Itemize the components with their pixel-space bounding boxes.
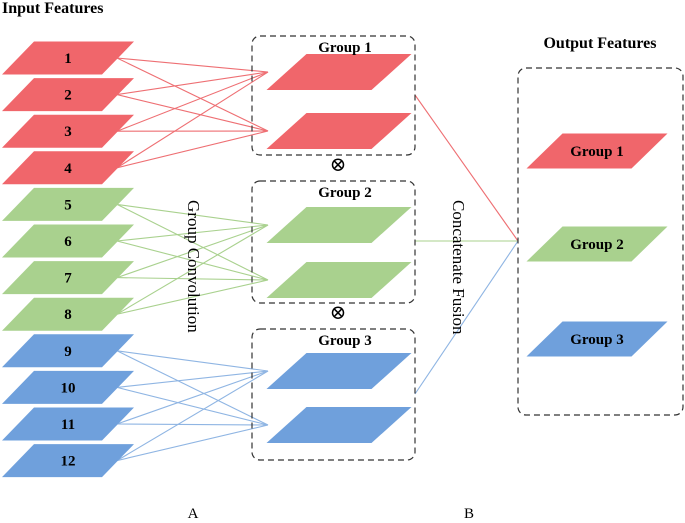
conn-line-in9-g3-1	[116, 350, 269, 372]
input-feature-label-8: 8	[64, 307, 72, 323]
group-features	[266, 54, 412, 443]
conn-line-in7-g2-1	[116, 224, 269, 279]
input-feature-label-6: 6	[64, 234, 72, 250]
input-feature-label-9: 9	[64, 344, 72, 360]
input-feature-8	[2, 297, 134, 331]
conn-line-in4-g1-2	[116, 130, 269, 169]
group-2-title: Group 2	[318, 185, 372, 201]
group-2-feature-2	[266, 262, 412, 298]
conn-line-in8-g2-1	[116, 224, 269, 315]
conn-line-in3-g1-1	[116, 71, 269, 132]
output-features-box	[517, 67, 684, 416]
output-features-title: Output Features	[543, 35, 656, 52]
group-2-feature-1	[266, 207, 412, 243]
conn-line-in2-g1-1	[116, 71, 269, 96]
conn-line-in12-g3-1	[116, 370, 269, 462]
output-feature-1	[526, 133, 668, 169]
input-feature-label-11: 11	[61, 417, 75, 433]
input-feature-6	[2, 224, 134, 258]
group-1-feature-2	[266, 113, 412, 149]
conn-line-in12-g3-2	[116, 424, 269, 462]
input-feature-3	[2, 114, 134, 148]
conn-line-in1-g1-1	[116, 57, 269, 73]
conn-line-in8-g2-2	[116, 279, 269, 315]
conn-line-in6-g2-2	[116, 240, 269, 281]
conn-line-in5-g2-2	[116, 203, 269, 281]
conn-line-in1-g1-2	[116, 57, 269, 132]
connection-lines	[116, 57, 519, 462]
input-feature-10	[2, 370, 134, 404]
concat-line-group-1	[414, 94, 519, 242]
conn-line-in5-g2-1	[116, 203, 269, 226]
group-convolution-label: Group Convolution	[184, 200, 203, 333]
input-feature-label-4: 4	[64, 161, 72, 177]
input-feature-5	[2, 187, 134, 221]
output-feature-2	[526, 226, 668, 262]
conn-line-in2-g1-2	[116, 94, 269, 132]
output-feature-label-2: Group 2	[570, 237, 624, 253]
output-feature-3	[526, 321, 668, 357]
input-feature-label-7: 7	[64, 271, 72, 287]
label-b: B	[464, 506, 474, 522]
group-3-feature-1	[266, 353, 412, 389]
conn-line-in9-g3-2	[116, 350, 269, 426]
conn-line-in10-g3-2	[116, 386, 269, 426]
input-feature-9	[2, 334, 134, 368]
conn-line-in7-g2-2	[116, 277, 269, 281]
group-3-box	[251, 328, 416, 461]
label-a: A	[188, 506, 199, 522]
concat-line-group-3	[414, 240, 519, 395]
group-1-title: Group 1	[318, 40, 372, 56]
conn-line-in6-g2-1	[116, 224, 269, 242]
input-feature-1	[2, 41, 134, 75]
conn-line-in11-g3-1	[116, 370, 269, 425]
input-features-title: Input Features	[2, 0, 104, 17]
input-feature-label-1: 1	[64, 51, 72, 67]
input-feature-label-3: 3	[64, 124, 72, 140]
output-feature-label-1: Group 1	[570, 144, 624, 160]
input-feature-2	[2, 78, 134, 112]
input-feature-11	[2, 407, 134, 441]
input-feature-12	[2, 444, 134, 478]
input-feature-label-5: 5	[64, 197, 72, 213]
output-feature-label-3: Group 3	[570, 332, 624, 348]
output-features: Group 1 Group 2 Group 3	[526, 133, 668, 357]
conn-line-in10-g3-1	[116, 370, 269, 388]
input-feature-4	[2, 151, 134, 185]
input-feature-label-2: 2	[64, 88, 72, 104]
concatenate-fusion-label: Concatenate Fusion	[449, 200, 468, 335]
conn-line-in4-g1-1	[116, 71, 269, 169]
group-3-feature-2	[266, 407, 412, 443]
input-feature-label-12: 12	[61, 454, 76, 470]
operator-2-icon: ⊗	[330, 302, 347, 324]
input-feature-label-10: 10	[61, 380, 76, 396]
input-feature-7	[2, 261, 134, 295]
group-2-box	[251, 180, 416, 304]
group-1-feature-1	[266, 54, 412, 90]
conn-line-in11-g3-2	[116, 423, 269, 426]
group-1-box	[251, 35, 416, 156]
group-3-title: Group 3	[318, 333, 372, 349]
operator-1-icon: ⊗	[330, 154, 347, 176]
